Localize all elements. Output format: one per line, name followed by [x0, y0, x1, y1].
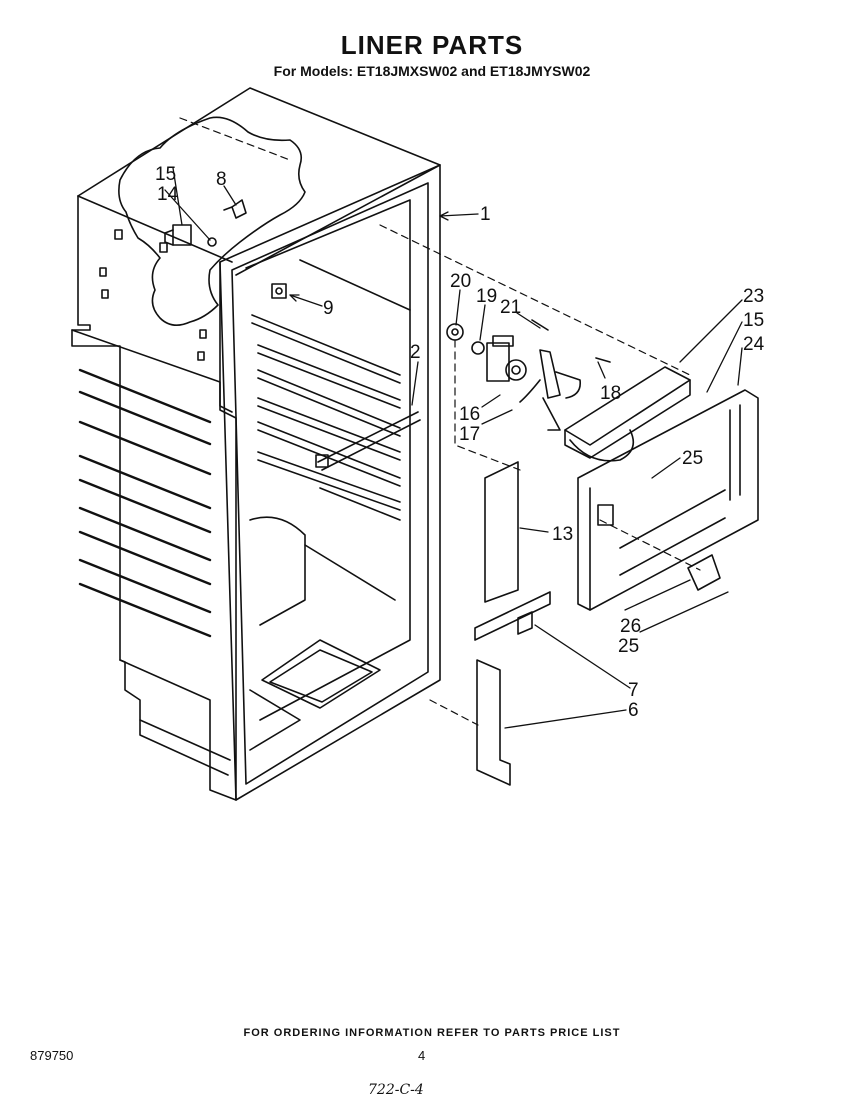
document-number: 879750 — [30, 1048, 74, 1063]
callout-13: 13 — [552, 524, 573, 545]
callout-8: 8 — [216, 169, 227, 190]
callout-18: 18 — [600, 383, 621, 404]
liner-shelf-rails — [249, 259, 411, 751]
fan-motor-assembly — [446, 319, 611, 431]
liner-front-frame — [219, 164, 441, 801]
part-2-rod — [315, 411, 421, 471]
cabinet-side-ribs — [78, 368, 212, 638]
callout-leaders — [164, 167, 743, 729]
callout-23: 23 — [743, 286, 764, 307]
part-13-panel — [484, 461, 519, 603]
callout-26: 26 — [620, 616, 641, 637]
callout-6: 6 — [628, 700, 639, 721]
callout-24: 24 — [743, 334, 765, 355]
callout-15-left: 15 — [155, 164, 176, 185]
page-title: LINER PARTS — [340, 30, 524, 60]
callout-16: 16 — [459, 404, 480, 425]
callout-19: 19 — [476, 286, 497, 307]
page-number: 4 — [418, 1048, 426, 1063]
cabinet-shell — [71, 87, 441, 801]
callout-1: 1 — [480, 204, 491, 225]
callout-labels: 1 2 6 7 8 9 13 14 15 15 16 17 18 19 20 2… — [155, 164, 765, 721]
part-7-bracket — [474, 591, 551, 641]
part-24-back-panel — [577, 389, 759, 611]
callout-2: 2 — [410, 342, 421, 363]
model-subtitle: For Models: ET18JMXSW02 and ET18JMYSW02 — [273, 63, 591, 79]
callout-21: 21 — [500, 297, 521, 318]
handwritten-code: 722-C-4 — [368, 1082, 424, 1098]
callout-14: 14 — [157, 184, 179, 205]
callout-25-upper: 25 — [682, 448, 703, 469]
callout-17: 17 — [459, 424, 480, 445]
callout-20: 20 — [450, 271, 471, 292]
callout-15-right: 15 — [743, 310, 764, 331]
part-23-cover — [564, 366, 691, 462]
ordering-note: FOR ORDERING INFORMATION REFER TO PARTS … — [243, 1027, 621, 1039]
callout-9: 9 — [323, 298, 334, 319]
part-9-clip — [271, 283, 287, 299]
callout-25-lower: 25 — [618, 636, 639, 657]
assembly-dashed-lines — [179, 117, 701, 726]
callout-7: 7 — [628, 680, 639, 701]
part-6-duct — [476, 659, 511, 786]
